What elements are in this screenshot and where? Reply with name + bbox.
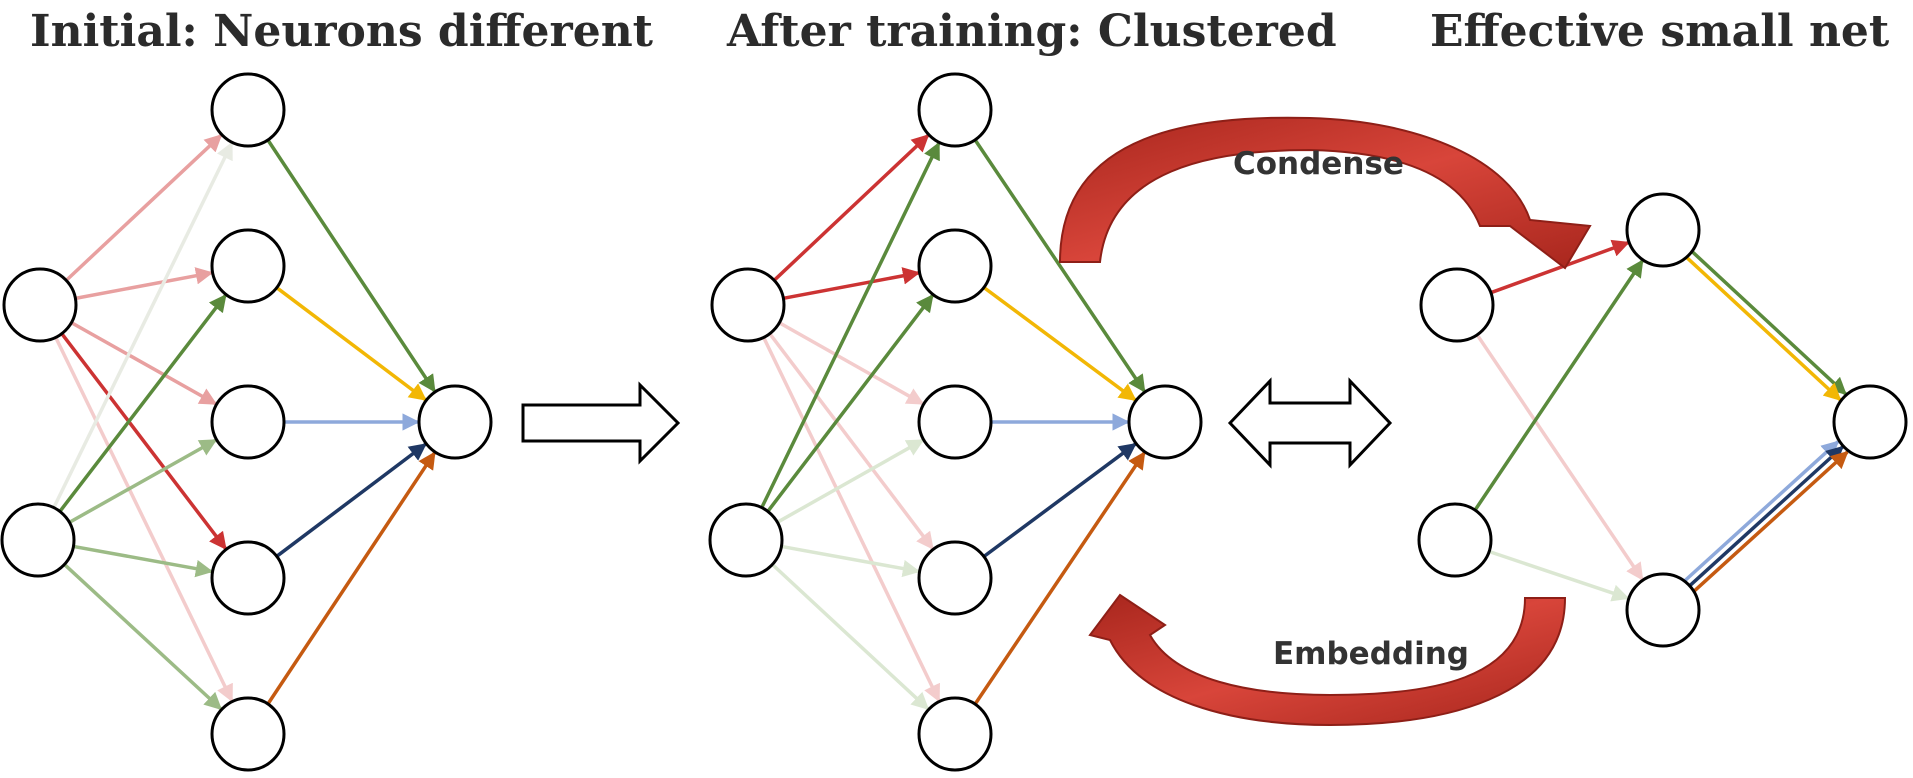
title-small-net: Effective small net [1430, 6, 1890, 57]
neuron-b_h5 [917, 696, 993, 772]
edge-b_h5-b_o [973, 451, 1146, 706]
neuron-a_h2 [210, 228, 286, 304]
edge-c_h2-c_o-blue [1683, 440, 1840, 582]
neuron-b_h3 [917, 384, 993, 460]
title-initial: Initial: Neurons different [30, 6, 654, 57]
neuron-b_i2 [708, 502, 784, 578]
right-block-arrow [521, 381, 681, 465]
edge-b_i2-b_h1 [760, 141, 941, 509]
neuron-a_h3 [210, 384, 286, 460]
embedding-label: Embedding [1273, 636, 1469, 672]
condense-curved-arrow [1058, 116, 1592, 270]
edge-b_i2-b_h4 [781, 544, 921, 578]
edge-c_i1-c_h1 [1490, 239, 1630, 295]
neuron-a_h5 [210, 696, 286, 772]
edge-a_i2-a_h5 [63, 563, 223, 711]
double-block-arrow [1227, 377, 1393, 469]
neuron-c_o [1832, 384, 1908, 460]
edge-a_i1-a_h1 [65, 134, 223, 282]
edge-c_h1-c_o-yellow [1685, 256, 1842, 402]
neuron-a_h1 [210, 72, 286, 148]
edge-a_h5-a_o [266, 451, 437, 705]
edge-a_i2-a_h2 [58, 293, 227, 513]
embedding-curved-arrow [1088, 593, 1567, 727]
edge-b_i1-b_h3 [778, 321, 925, 406]
neuron-c_h1 [1625, 192, 1701, 268]
edge-a_i1-a_h2 [75, 267, 214, 301]
edge-b_i2-b_h2 [766, 294, 934, 513]
edge-a_i2-a_h4 [73, 544, 214, 578]
neuron-a_i1 [2, 267, 78, 343]
edge-a_h4-a_o [275, 442, 427, 558]
edge-c_h1-c_o-green [1690, 250, 1847, 396]
edge-b_i1-b_h1 [773, 134, 930, 282]
neuron-c_i2 [1417, 502, 1493, 578]
edge-a_h2-a_o [275, 286, 427, 402]
edge-a_i1-a_h5 [54, 336, 234, 703]
edge-c_h2-c_o-navy [1688, 445, 1844, 588]
edge-a_i1-a_h3 [70, 321, 218, 406]
edge-a_i2-a_h3 [68, 438, 218, 524]
neuron-b_h4 [917, 540, 993, 616]
edge-c_i2-c_h1 [1473, 259, 1644, 512]
title-trained: After training: Clustered [726, 6, 1337, 57]
edge-b_i2-b_h3 [776, 438, 925, 524]
neuron-a_i2 [0, 502, 76, 578]
edge-a_i2-a_h1 [52, 141, 234, 509]
edge-c_i2-c_h2 [1488, 549, 1630, 602]
nodes-layer [0, 72, 1908, 772]
neuron-b_o [1127, 384, 1203, 460]
edge-b_h1-b_o [973, 138, 1146, 393]
neuron-c_i1 [1419, 267, 1495, 343]
edge-b_i1-b_h5 [762, 336, 941, 703]
edge-b_h4-b_o [982, 442, 1137, 558]
neuron-b_h2 [917, 228, 993, 304]
neuron-b_i1 [710, 267, 786, 343]
neuron-a_h4 [210, 540, 286, 616]
edge-a_i1-a_h4 [60, 332, 227, 550]
edge-b_i1-b_h2 [783, 267, 921, 301]
neuron-a_o [417, 384, 493, 460]
edge-b_i2-b_h5 [771, 563, 930, 711]
condense-label: Condense [1233, 146, 1404, 182]
edge-c_h2-c_o-orange [1693, 450, 1849, 593]
edge-b_h2-b_o [982, 286, 1137, 402]
neuron-c_h2 [1625, 572, 1701, 648]
neuron-b_h1 [917, 72, 993, 148]
edge-c_i1-c_h2 [1475, 333, 1644, 581]
edge-a_h1-a_o [266, 139, 437, 393]
edge-b_i1-b_h4 [768, 332, 935, 550]
edges-layer [52, 134, 1849, 711]
